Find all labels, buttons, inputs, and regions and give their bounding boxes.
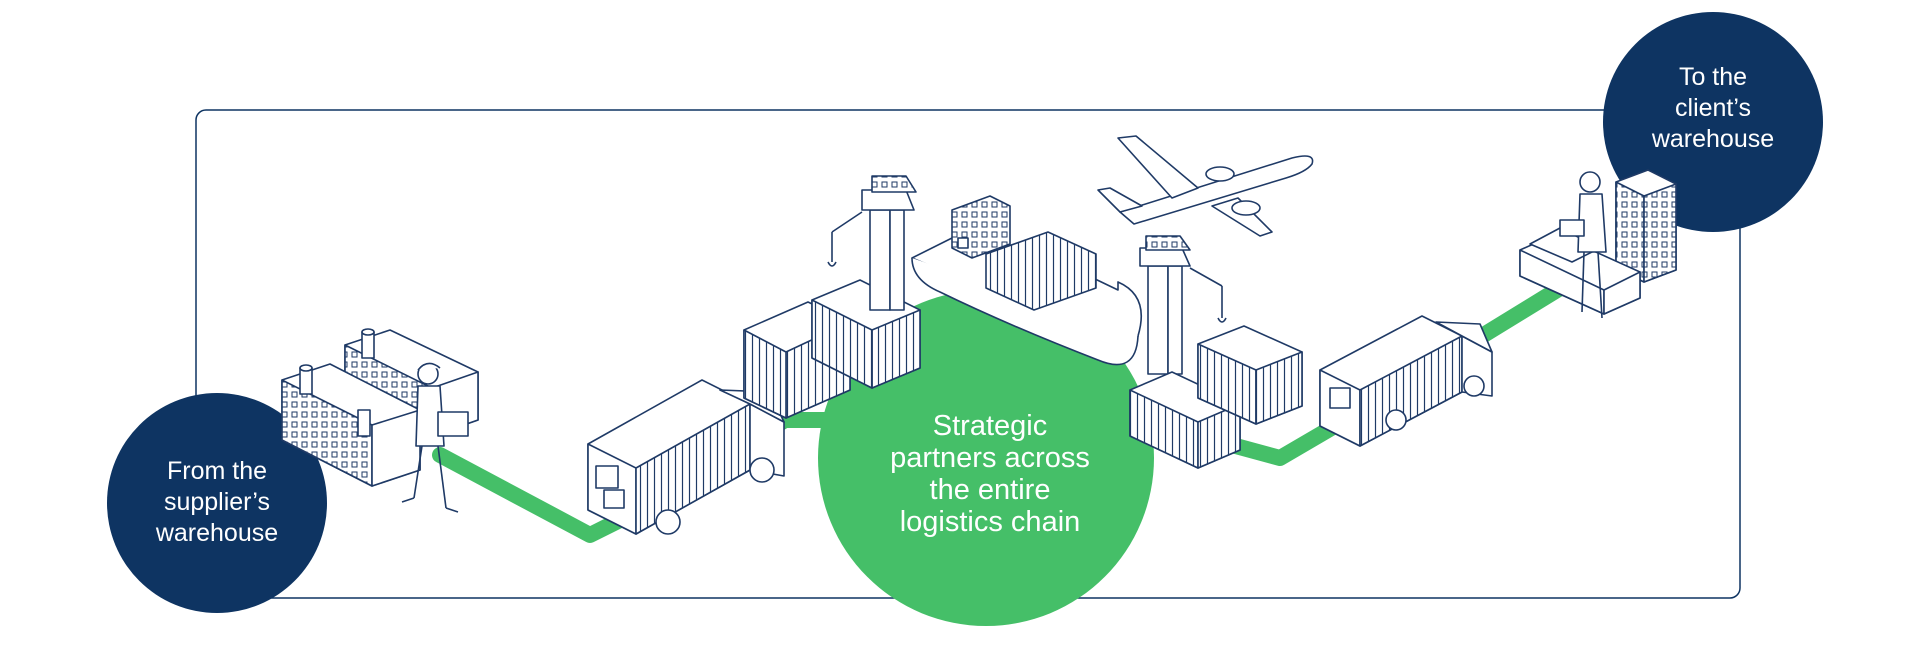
center-label-line: the entire [929, 474, 1051, 506]
start-label-line: warehouse [155, 519, 279, 547]
route-path [432, 274, 1578, 543]
container-stack-icon-right [1129, 325, 1303, 469]
end-label-line: warehouse [1651, 125, 1775, 153]
start-label-line: supplier’s [163, 488, 271, 516]
truck-icon [587, 379, 785, 535]
worker-icon [401, 362, 469, 513]
office-building-icon [1519, 169, 1677, 315]
truck-icon-right [1319, 315, 1493, 447]
start-label: From the supplier’s warehouse [108, 456, 326, 549]
center-label-line: logistics chain [899, 506, 1081, 538]
airplane-icon [1097, 135, 1314, 237]
end-label: To the client’s warehouse [1604, 62, 1822, 155]
start-circle [107, 393, 327, 613]
center-label: Strategic partners across the entire log… [820, 410, 1160, 538]
worker-icon-right [1559, 171, 1607, 319]
end-label-line: client’s [1675, 94, 1751, 122]
start-label-line: From the [166, 457, 268, 485]
container-stack-icon [743, 279, 921, 419]
center-label-line: Strategic [932, 410, 1048, 442]
end-label-line: To the [1678, 63, 1748, 91]
cargo-ship-icon [911, 195, 1142, 366]
center-label-line: partners across [890, 442, 1090, 474]
crane-icon [827, 175, 917, 311]
